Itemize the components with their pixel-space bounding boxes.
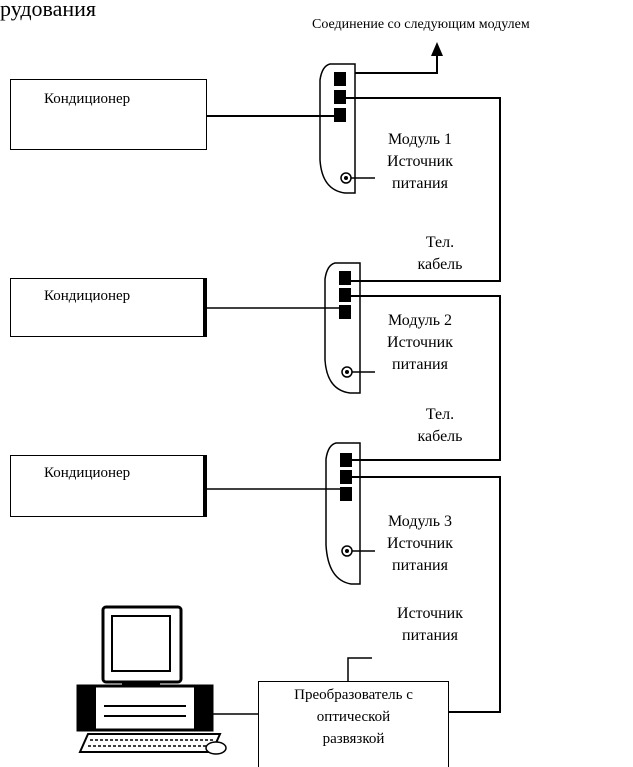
ac-unit-1-label: Кондиционер [44, 91, 131, 107]
optical-converter-box: Преобразователь с оптической развязкой [258, 681, 449, 767]
page-title-fragment: рудования [0, 0, 97, 21]
tel-cable-2-line2: кабель [417, 428, 463, 445]
converter-line1: Преобразователь с [294, 687, 413, 703]
converter-power-lead [347, 657, 372, 681]
tel-cable-1 [346, 97, 501, 282]
module-3-power-line2: питания [392, 557, 448, 574]
tel-cable-1-line1: Тел. [425, 234, 455, 251]
tel-cable-1-label: Тел. кабель [400, 232, 480, 276]
module-2-power-line2: питания [392, 356, 448, 373]
computer-icon [76, 605, 227, 755]
tel-cable-2-label: Тел. кабель [400, 404, 480, 448]
tel-cable-1-line2: кабель [417, 256, 463, 273]
next-module-arrow [345, 42, 443, 74]
module-2-power-line1: Источник [387, 334, 453, 351]
converter-line2: оптической [316, 709, 391, 725]
module-1-power-line2: питания [392, 175, 448, 192]
module-3-label-group: Модуль 3 Источник питания [358, 511, 482, 577]
ac-unit-2: Кондиционер [10, 278, 207, 337]
pc-power-line2: питания [402, 627, 458, 644]
tel-cable-2 [351, 295, 501, 461]
pc-power-line1: Источник [397, 605, 463, 622]
module-2-name: Модуль 2 [387, 312, 453, 329]
module-2-device [324, 262, 361, 394]
module-3-device [325, 442, 361, 585]
module-1-label-group: Модуль 1 Источник питания [358, 129, 482, 195]
ac-unit-1: Кондиционер [10, 79, 207, 150]
converter-line3: развязкой [322, 731, 385, 747]
module-1-power-line1: Источник [387, 153, 453, 170]
converter-cable [352, 476, 501, 713]
module-3-name: Модуль 3 [387, 513, 453, 530]
module-1-name: Модуль 1 [387, 131, 453, 148]
module-3-power-line1: Источник [387, 535, 453, 552]
pc-power-label: Источник питания [375, 603, 485, 647]
ac-unit-3-label: Кондиционер [44, 465, 131, 481]
ac-unit-2-label: Кондиционер [44, 288, 131, 304]
next-module-label: Соединение со следующим модулем [312, 17, 530, 32]
module-1-device [319, 63, 356, 194]
ac-unit-3: Кондиционер [10, 455, 207, 517]
module-2-label-group: Модуль 2 Источник питания [358, 310, 482, 376]
tel-cable-2-line1: Тел. [425, 406, 455, 423]
